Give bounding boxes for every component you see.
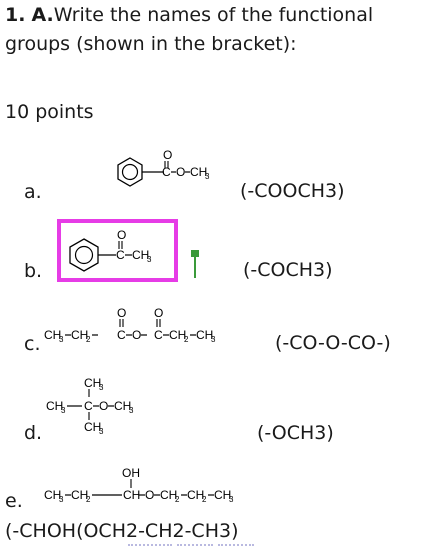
struct-a-o1: O [163,148,172,162]
item-b-group: (-COCH3) [243,259,333,281]
struct-c-ch2-left: CH [71,328,88,342]
text-cursor-marker [191,250,199,278]
struct-d-sub3-top: 3 [99,383,104,392]
struct-c-o-mid: O [132,328,141,342]
struct-d-o: O [99,399,108,413]
spellcheck-underline-1 [128,544,172,546]
points-label: 10 points [5,101,94,123]
question-part: A. [31,4,54,26]
struct-c-sub3-left: 3 [59,335,64,344]
question-line-2: groups (shown in the bracket): [5,33,297,55]
spellcheck-underline-3 [218,544,254,546]
struct-d-ch3-left: CH [46,399,63,413]
struct-e-o: O [145,488,154,502]
structure-d: CH 3 CH 3 C O CH 3 CH 3 [46,376,134,436]
question-number: 1. [5,4,26,26]
struct-e-ch3-left: CH [44,488,61,502]
struct-c-ch3-left: CH [44,328,61,342]
struct-b-o: O [117,228,126,242]
item-e-letter: e. [5,490,23,512]
structure-c: CH 3 CH 2 O C O O C CH 2 CH 3 [44,306,216,344]
structure-e: OH CH 3 CH 2 CH O CH 2 CH 2 CH 3 [44,466,234,504]
struct-c-sub2-left: 2 [86,335,91,344]
struct-a-c: C [162,165,171,179]
item-b-letter: b. [24,260,43,282]
struct-a-ch: CH [190,165,207,179]
struct-c-o-top2: O [154,306,163,320]
item-c-group: (-CO-O-CO-) [275,332,391,354]
question-heading: 1. A.Write the names of the functional [5,4,373,26]
highlight-box-b [57,219,178,282]
item-d-letter: d. [24,422,43,444]
benzene-circle-a [121,163,139,181]
struct-e-ch2-b: CH [187,488,204,502]
struct-b-sub3: 3 [147,255,152,264]
spellcheck-underline-2 [177,544,213,546]
struct-d-sub3-bottom: 3 [99,427,104,436]
struct-c-o-top1: O [117,306,126,320]
struct-a-o2: O [176,165,185,179]
struct-e-ch2-left: CH [71,488,88,502]
question-line-1: Write the names of the functional [53,4,374,26]
struct-e-sub2-left: 2 [86,495,91,504]
benzene-circle-b [74,245,94,265]
struct-c-sub3-right: 3 [211,335,216,344]
struct-e-ch3-right: CH [214,488,231,502]
item-a-group: (-COOCH3) [240,180,345,202]
struct-d-sub3-right: 3 [129,406,134,415]
struct-e-ch2-a: CH [160,488,177,502]
struct-d-ch3-top: CH [84,376,101,390]
struct-c-ch2-right: CH [169,328,186,342]
struct-e-sub2-b: 2 [202,495,207,504]
struct-d-sub3-left: 3 [61,406,66,415]
item-d-group: (-OCH3) [257,422,334,444]
structure-a: O C O CH 3 [117,148,210,187]
struct-a-sub3: 3 [205,172,210,181]
struct-e-oh: OH [122,466,140,480]
struct-d-c: C [84,399,93,413]
struct-c-c2: C [154,328,163,342]
struct-c-c1: C [117,328,126,342]
struct-b-ch: CH [132,248,149,262]
struct-e-sub3-left: 3 [59,495,64,504]
structure-b: O C CH 3 [69,228,152,272]
struct-d-ch3-bottom: CH [84,420,101,434]
struct-c-sub2-right: 2 [184,335,189,344]
item-c-letter: c. [24,333,41,355]
item-e-group: (-CHOH(OCH2-CH2-CH3) [5,520,239,542]
struct-d-ch3-right: CH [114,399,131,413]
struct-e-sub2-a: 2 [175,495,180,504]
item-a-letter: a. [24,181,42,203]
benzene-ring-b [69,238,99,272]
struct-c-ch3-right: CH [196,328,213,342]
struct-e-ch: CH [123,488,140,502]
struct-e-sub3-right: 3 [229,495,234,504]
struct-b-c: C [116,248,125,262]
benzene-ring-a [117,157,143,187]
